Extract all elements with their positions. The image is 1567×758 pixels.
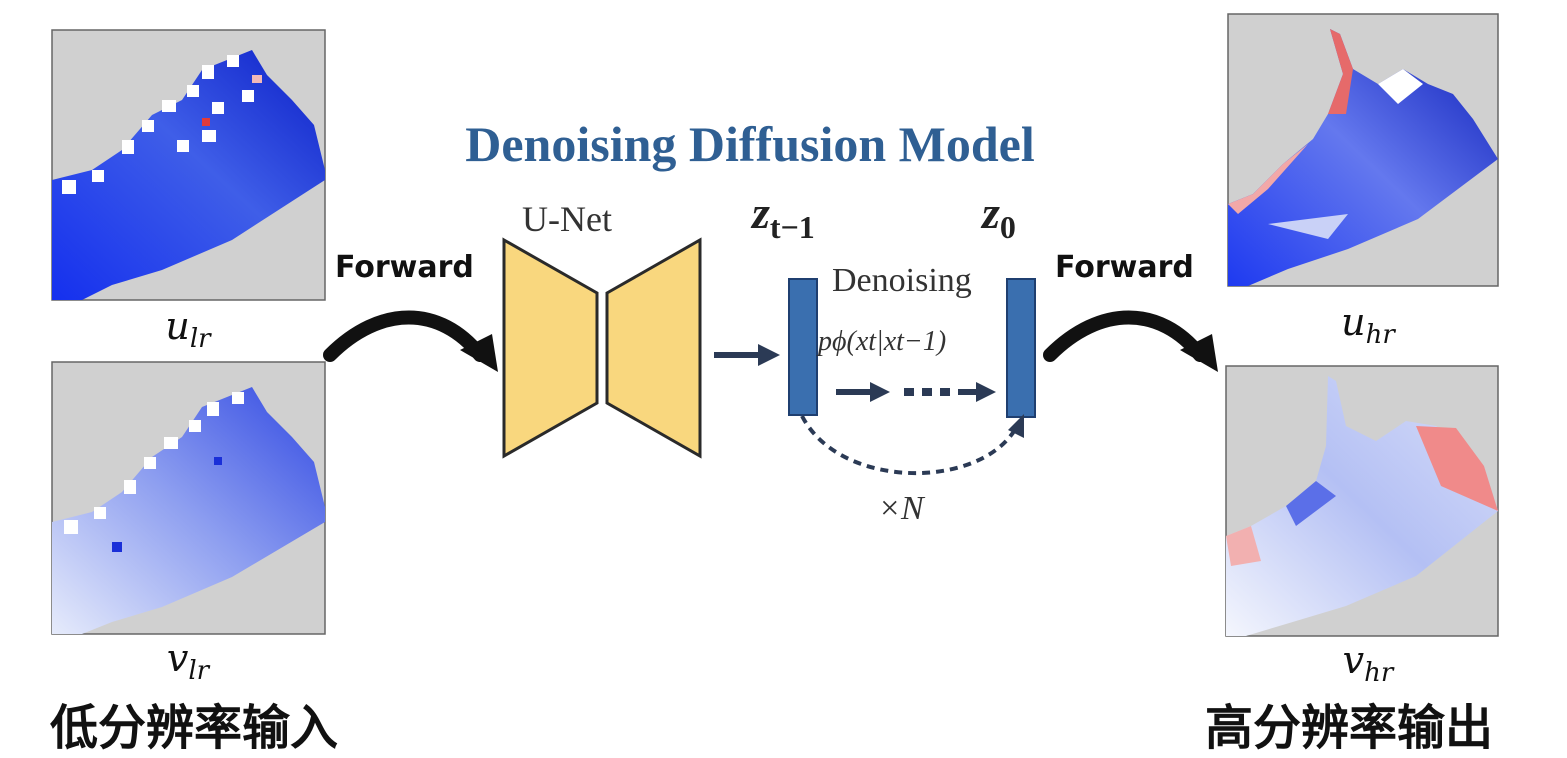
output-caption: 高分辨率输出 [1205, 700, 1494, 756]
repeat-label: ×N [878, 490, 924, 527]
repeat-loop-arrow [800, 414, 1024, 475]
transition-formula: pϕ(xt|xt−1) [818, 326, 947, 357]
left-forward-arrow [323, 310, 498, 372]
latent-bar-final [1006, 278, 1036, 418]
input-u-panel [51, 29, 326, 301]
output-v-panel [1225, 365, 1499, 637]
right-forward-arrow [1043, 310, 1218, 372]
input-caption: 低分辨率输入 [50, 700, 339, 756]
input-u-label: ulr [165, 304, 211, 354]
z-prev-label: zt−1 [752, 187, 815, 246]
output-u-panel [1227, 13, 1499, 287]
unet-block [502, 237, 702, 459]
left-forward-label: Forward [335, 250, 474, 285]
input-v-label: vlr [166, 636, 210, 686]
z-final-label: z0 [982, 187, 1016, 246]
latent-bar-prev [788, 278, 818, 416]
denoising-step-arrows [836, 382, 996, 402]
output-u-label: uhr [1341, 300, 1395, 350]
output-v-label: vhr [1342, 638, 1394, 688]
unet-to-latent-arrow [714, 344, 780, 366]
unet-label: U-Net [522, 199, 612, 239]
diagram-title: Denoising Diffusion Model [465, 116, 1035, 172]
input-v-panel [51, 361, 326, 635]
denoising-label: Denoising [832, 262, 972, 299]
right-forward-label: Forward [1055, 250, 1194, 285]
